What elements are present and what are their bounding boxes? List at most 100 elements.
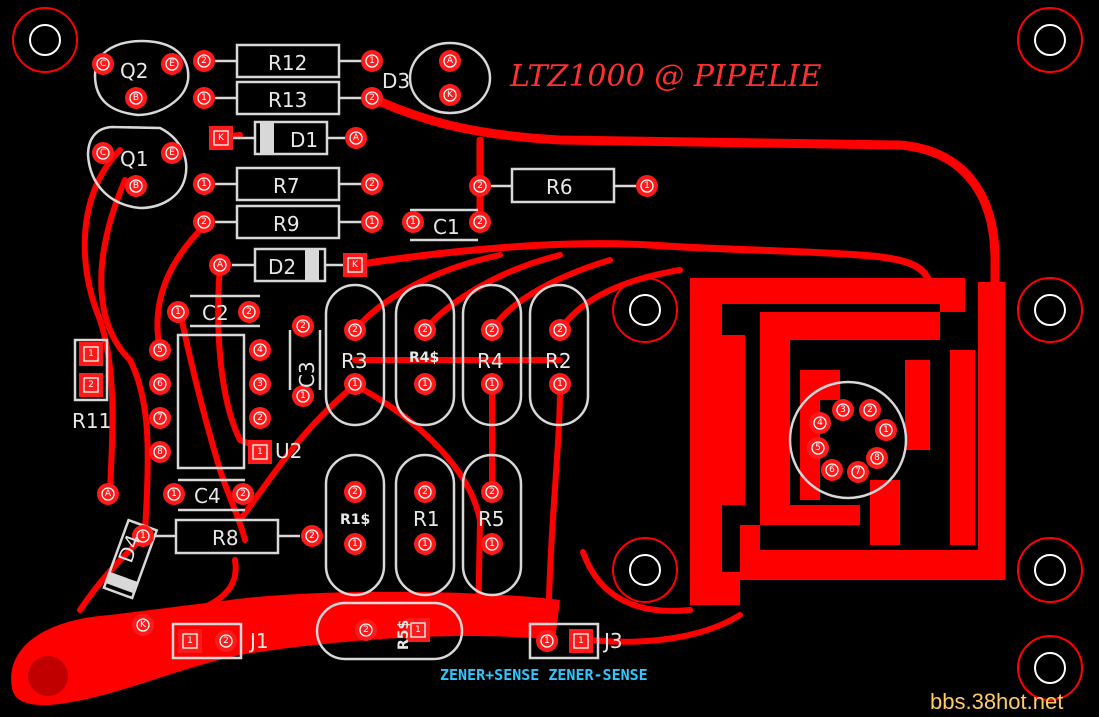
- pad-label: 2: [352, 487, 358, 497]
- pad-u2-5: 5: [149, 339, 171, 361]
- pad-label: 2: [422, 487, 428, 497]
- ref-r8: R8: [212, 526, 239, 550]
- pad-label: 5: [157, 345, 163, 355]
- pad-label: 1: [175, 307, 181, 317]
- pad-label: 3: [840, 405, 846, 415]
- pad-c1-2: 2: [469, 211, 491, 233]
- pad-u2-8: 8: [149, 441, 171, 463]
- pad-u2-4: 4: [249, 339, 271, 361]
- mounting-hole-bottom-right: [1017, 635, 1083, 701]
- pad-r12-2: 2: [193, 50, 215, 72]
- pad-r7-2: 2: [361, 173, 383, 195]
- pad-r6-2: 2: [469, 175, 491, 197]
- pad-label: 1: [410, 217, 416, 227]
- pad-label: 1: [489, 539, 495, 549]
- pad-label: 1: [352, 539, 358, 549]
- pad-r4s-1: 1: [414, 373, 436, 395]
- mounting-hole-top-left: [12, 7, 78, 73]
- ref-r3: R3: [341, 349, 368, 373]
- pad-label: C: [100, 148, 106, 158]
- pad-r8-1: 1: [132, 525, 154, 547]
- pad-d3-k: K: [439, 84, 461, 106]
- pad-label: 1: [201, 93, 207, 103]
- board-title: LTZ1000 @ PIPELIE: [509, 59, 822, 94]
- pad-j3-2: 1: [569, 629, 593, 653]
- pad-r4-2: 2: [481, 319, 503, 341]
- pad-label: 2: [223, 636, 229, 646]
- ref-r5s: R5$: [396, 620, 412, 650]
- ref-c1: C1: [433, 215, 460, 239]
- pad-label: 7: [855, 467, 861, 477]
- ref-j3: J3: [602, 629, 623, 653]
- ref-d2: D2: [268, 255, 296, 279]
- pad-label: 1: [140, 531, 146, 541]
- pad-label: 1: [544, 636, 550, 646]
- pad-r8-2: 2: [301, 525, 323, 547]
- ref-r11: R11: [72, 409, 111, 433]
- pad-label: 2: [489, 325, 495, 335]
- ref-c2: C2: [202, 301, 229, 325]
- pad-label: E: [169, 59, 175, 69]
- pad-c1-1: 1: [402, 211, 424, 233]
- pad-ltz-7: 7: [847, 461, 869, 483]
- pad-label: 2: [201, 56, 207, 66]
- ref-r4: R4: [477, 349, 504, 373]
- pad-label: K: [218, 133, 225, 143]
- pad-r1-2: 2: [414, 481, 436, 503]
- ref-j1: J1: [248, 629, 269, 653]
- pad-label: 1: [883, 425, 889, 435]
- pad-label: A: [447, 56, 454, 66]
- pad-label: 2: [309, 531, 315, 541]
- ref-r12: R12: [268, 51, 307, 75]
- pad-label: 5: [815, 443, 821, 453]
- pad-label: K: [140, 620, 147, 630]
- pad-q2-e: E: [161, 53, 183, 75]
- pad-u2-2: 2: [249, 407, 271, 429]
- pad-label: 1: [187, 636, 193, 646]
- pad-r3-2: 2: [344, 319, 366, 341]
- pad-label: 2: [369, 93, 375, 103]
- pad-r3-1: 1: [344, 373, 366, 395]
- pad-r13-2: 2: [361, 87, 383, 109]
- pad-label: 2: [867, 405, 873, 415]
- pad-label: 1: [171, 489, 177, 499]
- ref-r1s: R1$: [340, 512, 370, 528]
- pad-r2-2: 2: [549, 319, 571, 341]
- pad-label: 1: [415, 625, 421, 635]
- pad-r11-1: 1: [79, 342, 103, 366]
- pad-ltz-8: 8: [866, 447, 888, 469]
- pad-label: 1: [201, 179, 207, 189]
- ref-q2: Q2: [120, 59, 148, 83]
- pad-ltz-2: 2: [859, 399, 881, 421]
- pad-label: 6: [829, 465, 835, 475]
- ref-r9: R9: [273, 212, 300, 236]
- pad-q1-c: C: [92, 142, 114, 164]
- pad-d1-k: K: [209, 126, 233, 150]
- pad-q2-c: C: [92, 53, 114, 75]
- pad-label: A: [353, 133, 360, 143]
- pad-u2-3: 3: [249, 373, 271, 395]
- pad-c3-1: 1: [292, 385, 314, 407]
- pad-ltz-3: 3: [832, 399, 854, 421]
- pad-r2-1: 1: [549, 373, 571, 395]
- pad-label: A: [217, 260, 224, 270]
- pad-label: 2: [300, 321, 306, 331]
- pad-d2-k: K: [343, 253, 367, 277]
- pad-r5s-2: 2: [355, 619, 377, 641]
- ref-r13: R13: [268, 88, 307, 112]
- pad-label: B: [133, 181, 139, 191]
- pad-label: B: [133, 93, 139, 103]
- pad-ltz-6: 6: [821, 459, 843, 481]
- pad-label: 1: [352, 379, 358, 389]
- pad-q1-e: E: [161, 142, 183, 164]
- pad-label: A: [105, 489, 112, 499]
- mounting-hole-heater-bl: [612, 537, 678, 603]
- pad-label: E: [169, 148, 175, 158]
- mounting-hole-right-mid: [1017, 277, 1083, 343]
- pad-label: K: [447, 90, 454, 100]
- pad-c2-2: 2: [238, 301, 260, 323]
- pad-ltz-4: 4: [809, 412, 831, 434]
- pad-label: 2: [477, 181, 483, 191]
- pad-r5s-1: 1: [406, 618, 430, 642]
